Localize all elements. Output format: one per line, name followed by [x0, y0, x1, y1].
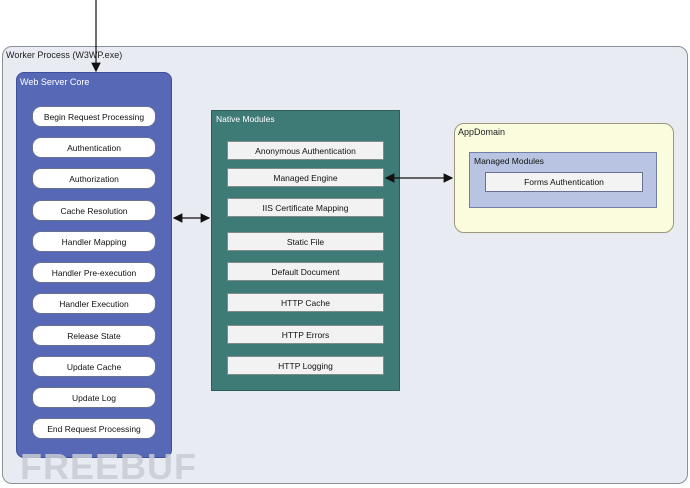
module-static-file: Static File: [227, 232, 384, 251]
module-default-document: Default Document: [227, 262, 384, 281]
module-http-logging: HTTP Logging: [227, 356, 384, 375]
worker-process-title: Worker Process (W3WP.exe): [6, 50, 123, 60]
web-server-core-title: Web Server Core: [20, 77, 90, 87]
step-handler-pre-execution: Handler Pre-execution: [32, 262, 156, 283]
step-cache-resolution: Cache Resolution: [32, 200, 156, 221]
app-domain-title: AppDomain: [458, 127, 506, 137]
step-update-cache: Update Cache: [32, 356, 156, 377]
module-forms-authentication: Forms Authentication: [485, 172, 643, 192]
step-begin-request-processing: Begin Request Processing: [32, 106, 156, 127]
watermark-logo: FREEBUF: [20, 446, 197, 487]
step-handler-execution: Handler Execution: [32, 293, 156, 314]
native-modules-title: Native Modules: [216, 114, 275, 124]
module-iis-certificate-mapping: IIS Certificate Mapping: [227, 198, 384, 217]
managed-modules-title: Managed Modules: [474, 156, 544, 166]
step-handler-mapping: Handler Mapping: [32, 231, 156, 252]
step-authorization: Authorization: [32, 168, 156, 189]
module-http-cache: HTTP Cache: [227, 293, 384, 312]
step-release-state: Release State: [32, 325, 156, 346]
step-end-request-processing: End Request Processing: [32, 418, 156, 439]
step-update-log: Update Log: [32, 387, 156, 408]
module-managed-engine: Managed Engine: [227, 168, 384, 187]
module-anonymous-authentication: Anonymous Authentication: [227, 141, 384, 160]
module-http-errors: HTTP Errors: [227, 325, 384, 344]
step-authentication: Authentication: [32, 137, 156, 158]
